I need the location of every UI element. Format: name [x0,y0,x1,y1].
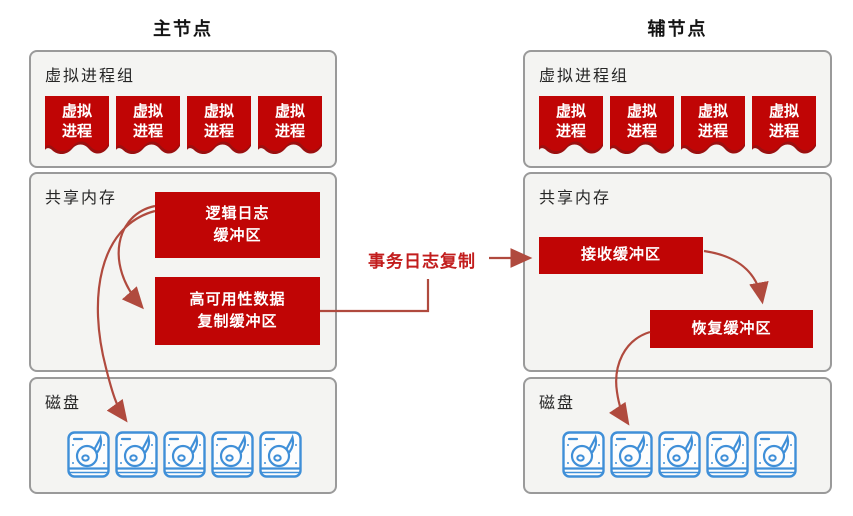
virtual-process-flag: 虚拟进程 [538,96,604,158]
virtual-process-label: 虚拟进程 [132,103,163,140]
virtual-process-label: 虚拟进程 [626,103,657,140]
recovery-buffer-label: 恢复缓冲区 [691,319,772,337]
virtual-process-flag: 虚拟进程 [609,96,675,158]
virtual-process-flag: 虚拟进程 [44,96,110,158]
flag-ribbon-icon [681,96,745,155]
logical-log-buffer-line1: 逻辑日志 [205,204,270,222]
virtual-process-label: 虚拟进程 [203,103,234,140]
virtual-process-label: 虚拟进程 [697,103,728,140]
primary-disk-panel: 磁盘 [29,377,337,494]
virtual-process-flag: 虚拟进程 [680,96,746,158]
ha-replication-buffer-line2: 复制缓冲区 [197,313,278,330]
secondary-node-title: 辅节点 [647,19,708,39]
flag-ribbon-icon [752,96,816,155]
ha-replication-buffer-box: 高可用性数据 复制缓冲区 [155,277,320,345]
receive-buffer-box: 接收缓冲区 [539,237,703,274]
virtual-process-label: 虚拟进程 [274,103,305,140]
primary-virtual-process-group-panel: 虚拟进程组 虚拟进程 虚拟进程 [29,50,337,168]
primary-node-title: 主节点 [153,19,213,39]
virtual-process-flag: 虚拟进程 [115,96,181,158]
logical-log-buffer-box: 逻辑日志 缓冲区 [155,192,320,258]
secondary-virtual-process-group-panel: 虚拟进程组 虚拟进程 虚拟进程 [523,50,832,168]
virtual-process-label: 虚拟进程 [768,103,799,140]
flag-ribbon-icon [187,96,251,155]
secondary-vp-flags: 虚拟进程 虚拟进程 虚拟进程 [538,96,817,158]
hard-disk-icon [67,431,110,478]
hard-disk-icon [163,431,206,478]
primary-shared-memory-label: 共享内存 [45,190,118,207]
secondary-shared-memory-label: 共享内存 [539,190,612,207]
primary-vp-flags: 虚拟进程 虚拟进程 虚拟进程 [44,96,323,158]
logical-log-buffer-line2: 缓冲区 [213,227,262,244]
primary-disk-label: 磁盘 [45,395,82,412]
receive-buffer-label: 接收缓冲区 [580,246,661,264]
hard-disk-icon [211,431,254,478]
primary-disk-row [67,431,302,478]
virtual-process-label: 虚拟进程 [61,103,92,140]
hard-disk-icon [658,431,701,478]
virtual-process-flag: 虚拟进程 [257,96,323,158]
flag-ribbon-icon [610,96,674,155]
virtual-process-flag: 虚拟进程 [751,96,817,158]
ha-replication-buffer-line1: 高可用性数据 [189,290,286,308]
flag-ribbon-icon [539,96,603,155]
hard-disk-icon [706,431,749,478]
flag-ribbon-icon [45,96,109,155]
transaction-log-replication-label: 事务日志复制 [368,252,476,271]
hard-disk-icon [259,431,302,478]
secondary-vp-group-label: 虚拟进程组 [539,68,630,85]
secondary-disk-row [562,431,797,478]
hard-disk-icon [610,431,653,478]
recovery-buffer-box: 恢复缓冲区 [650,310,813,348]
flag-ribbon-icon [258,96,322,155]
secondary-disk-label: 磁盘 [539,395,576,412]
secondary-disk-panel: 磁盘 [523,377,832,494]
hard-disk-icon [754,431,797,478]
virtual-process-label: 虚拟进程 [555,103,586,140]
virtual-process-flag: 虚拟进程 [186,96,252,158]
primary-vp-group-label: 虚拟进程组 [45,68,136,85]
hard-disk-icon [115,431,158,478]
flag-ribbon-icon [116,96,180,155]
hard-disk-icon [562,431,605,478]
